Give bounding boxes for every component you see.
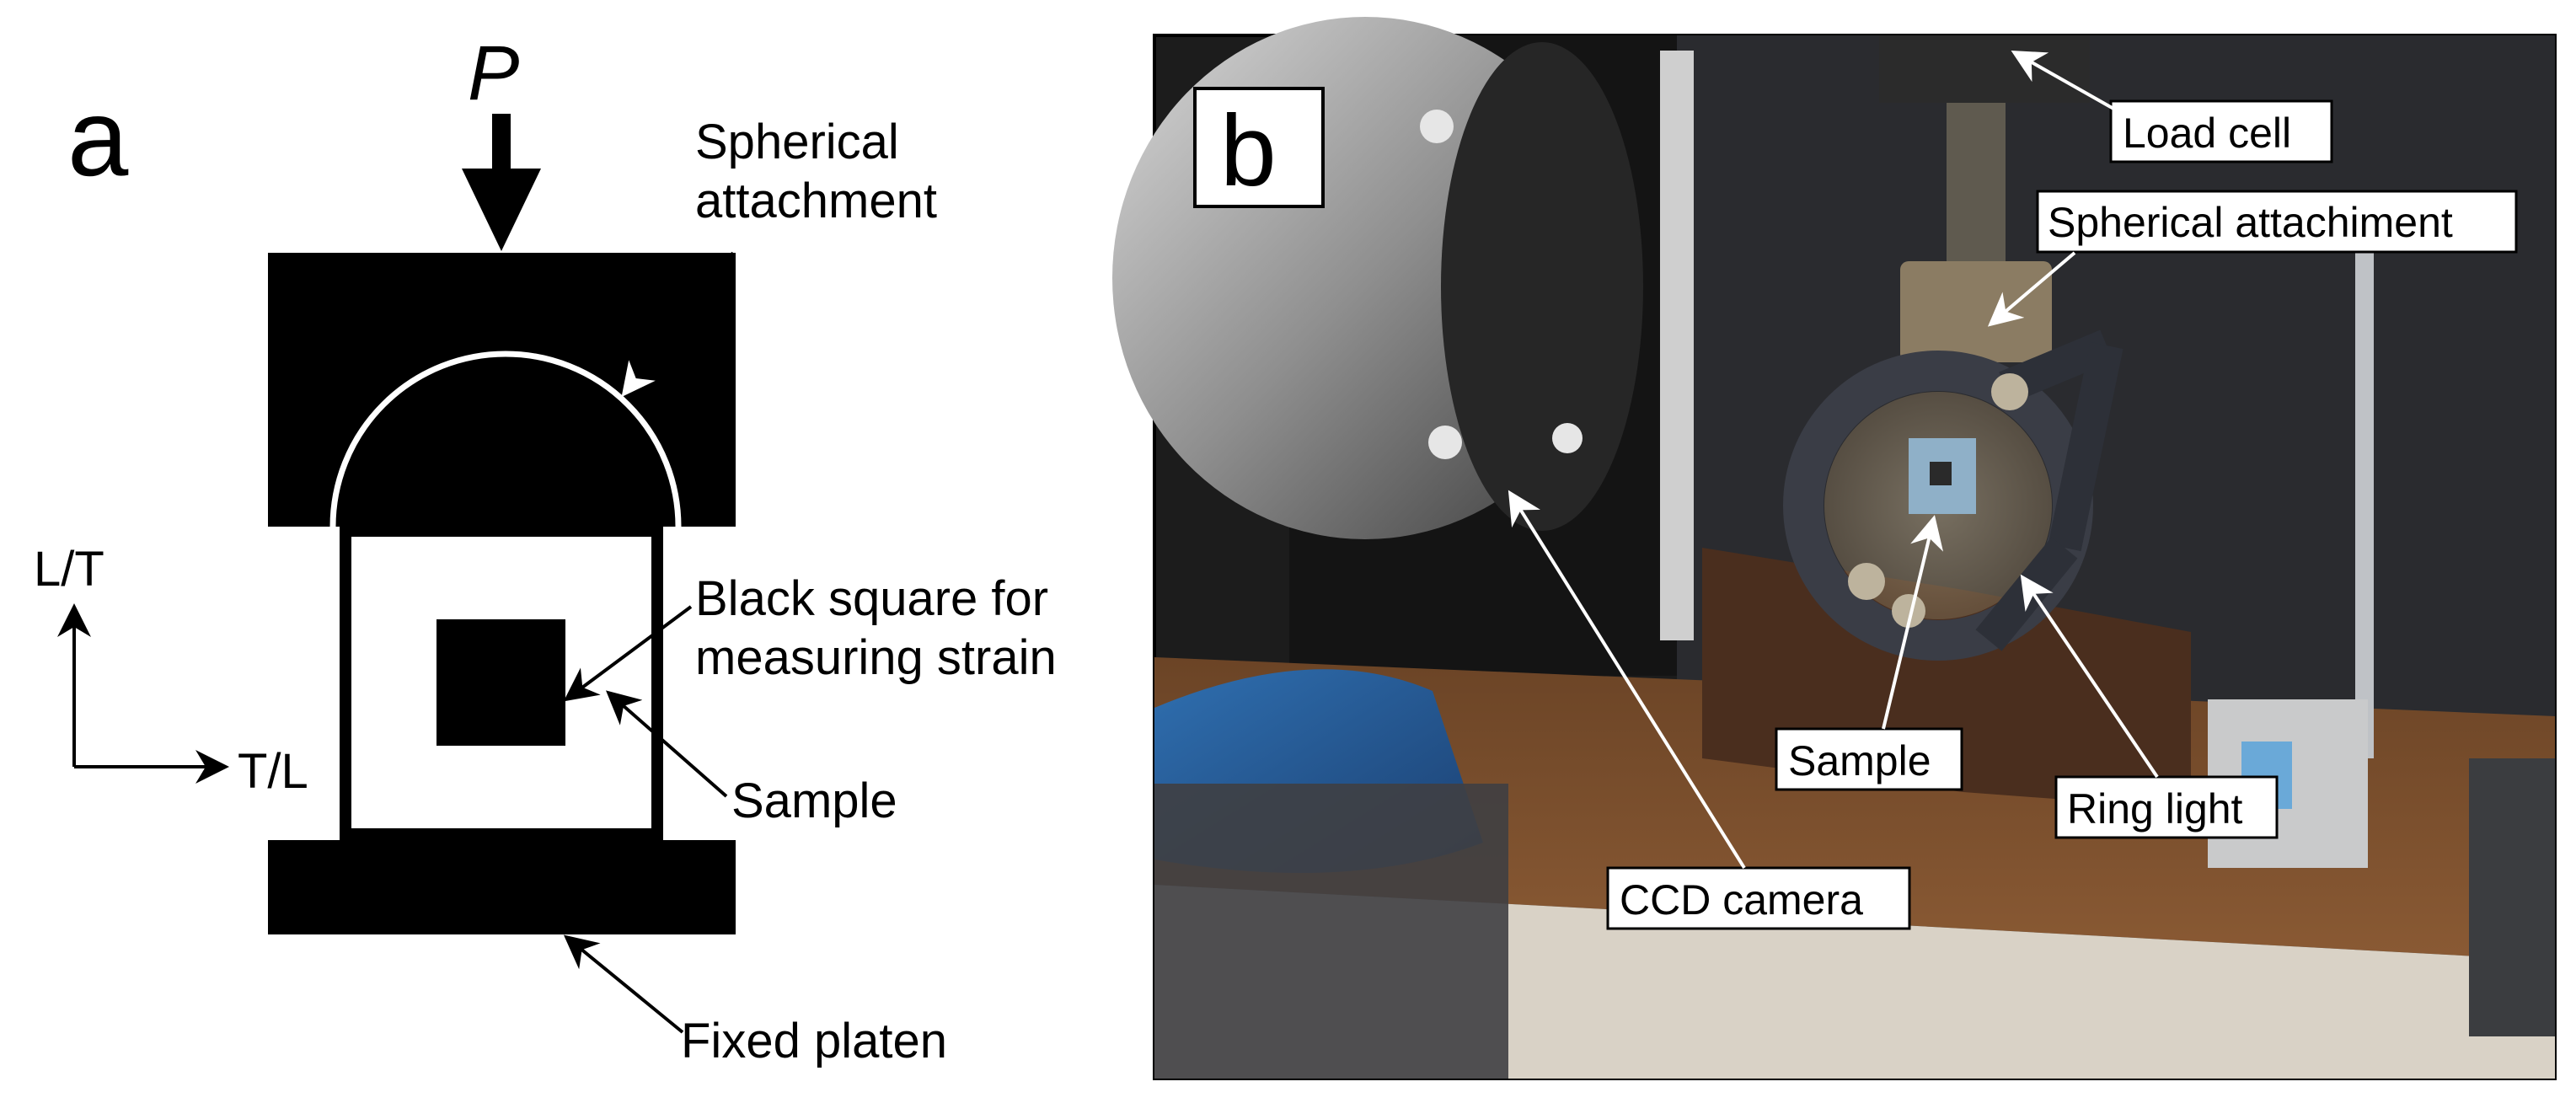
axis-vertical-label: L/T [34, 542, 104, 597]
sample-photo-label: Sample [1788, 737, 1931, 784]
ring-light-box [2054, 775, 2279, 839]
spherical-attachment-photo-label: Spherical attachiment [2048, 199, 2453, 246]
sample-photo-pointer [1882, 515, 1944, 730]
spherical-attachment-label-line1: Spherical [695, 115, 899, 169]
fixed-platen-label: Fixed platen [681, 1014, 947, 1068]
photo-bolt-3 [1892, 594, 1925, 628]
photo-lens-screw-2 [1428, 426, 1462, 459]
black-square-label-line1: Black square for [695, 571, 1048, 626]
black-square-pointer [563, 605, 693, 702]
ring-light-pointer [2020, 574, 2159, 779]
ccd-camera-box [1606, 866, 1911, 930]
ccd-camera-label: CCD camera [1620, 876, 1863, 924]
photo-lens-screw-1 [1420, 110, 1454, 143]
load-cell-label-box [2109, 99, 2333, 163]
sample-photo-box [1775, 727, 1963, 791]
photo-power-unit [2469, 758, 2555, 1036]
force-arrow-head-icon [462, 169, 541, 251]
photo-divider-post [1660, 51, 1694, 640]
photo-grey-foreground [1154, 784, 1508, 1079]
photo-sample-mark [1930, 462, 1952, 485]
photo-ccd-lens-ring [1441, 42, 1643, 531]
photo-arm-2 [2048, 341, 2123, 552]
sample-pointer [605, 690, 728, 798]
panel-a: a P Spherical attachment Black square fo… [34, 30, 1057, 1068]
ring-light-label: Ring light [2067, 785, 2243, 833]
spherical-attachment-block [268, 253, 736, 527]
photo-bolt-2 [1848, 563, 1885, 600]
spherical-attachment-pointer [621, 251, 735, 398]
spherical-attachment-label-line2: attachment [695, 174, 937, 228]
load-cell-label: Load cell [2123, 110, 2291, 157]
photo-lens-screw-3 [1552, 423, 1583, 453]
black-square-label-line2: measuring strain [695, 630, 1057, 685]
force-label-p: P [468, 30, 519, 116]
spherical-attachment-photo-pointer [1987, 251, 2076, 327]
load-cell-pointer [2011, 51, 2116, 111]
panel-b-letter-box [1193, 87, 1325, 208]
sample-label: Sample [731, 774, 897, 828]
spherical-attachment-photo-box [2036, 190, 2518, 254]
axis-horizontal-label: T/L [238, 744, 308, 799]
panel-a-letter: a [67, 76, 129, 199]
fixed-platen-pointer [563, 934, 684, 1034]
photo-spherical-housing [1900, 261, 2052, 362]
spherical-seat-arc [329, 351, 682, 527]
photo-load-cell-cap [1879, 35, 2090, 103]
black-measuring-square [436, 619, 565, 746]
ccd-camera-pointer [1508, 490, 1746, 870]
panel-b-letter: b [1220, 94, 1277, 207]
fixed-platen-block [268, 840, 736, 934]
photo-stand-rod [2355, 253, 2374, 758]
panel-b: b Load cell Spherical attachiment Sample… [1112, 17, 2557, 1080]
photo-bolt-1 [1991, 373, 2028, 410]
